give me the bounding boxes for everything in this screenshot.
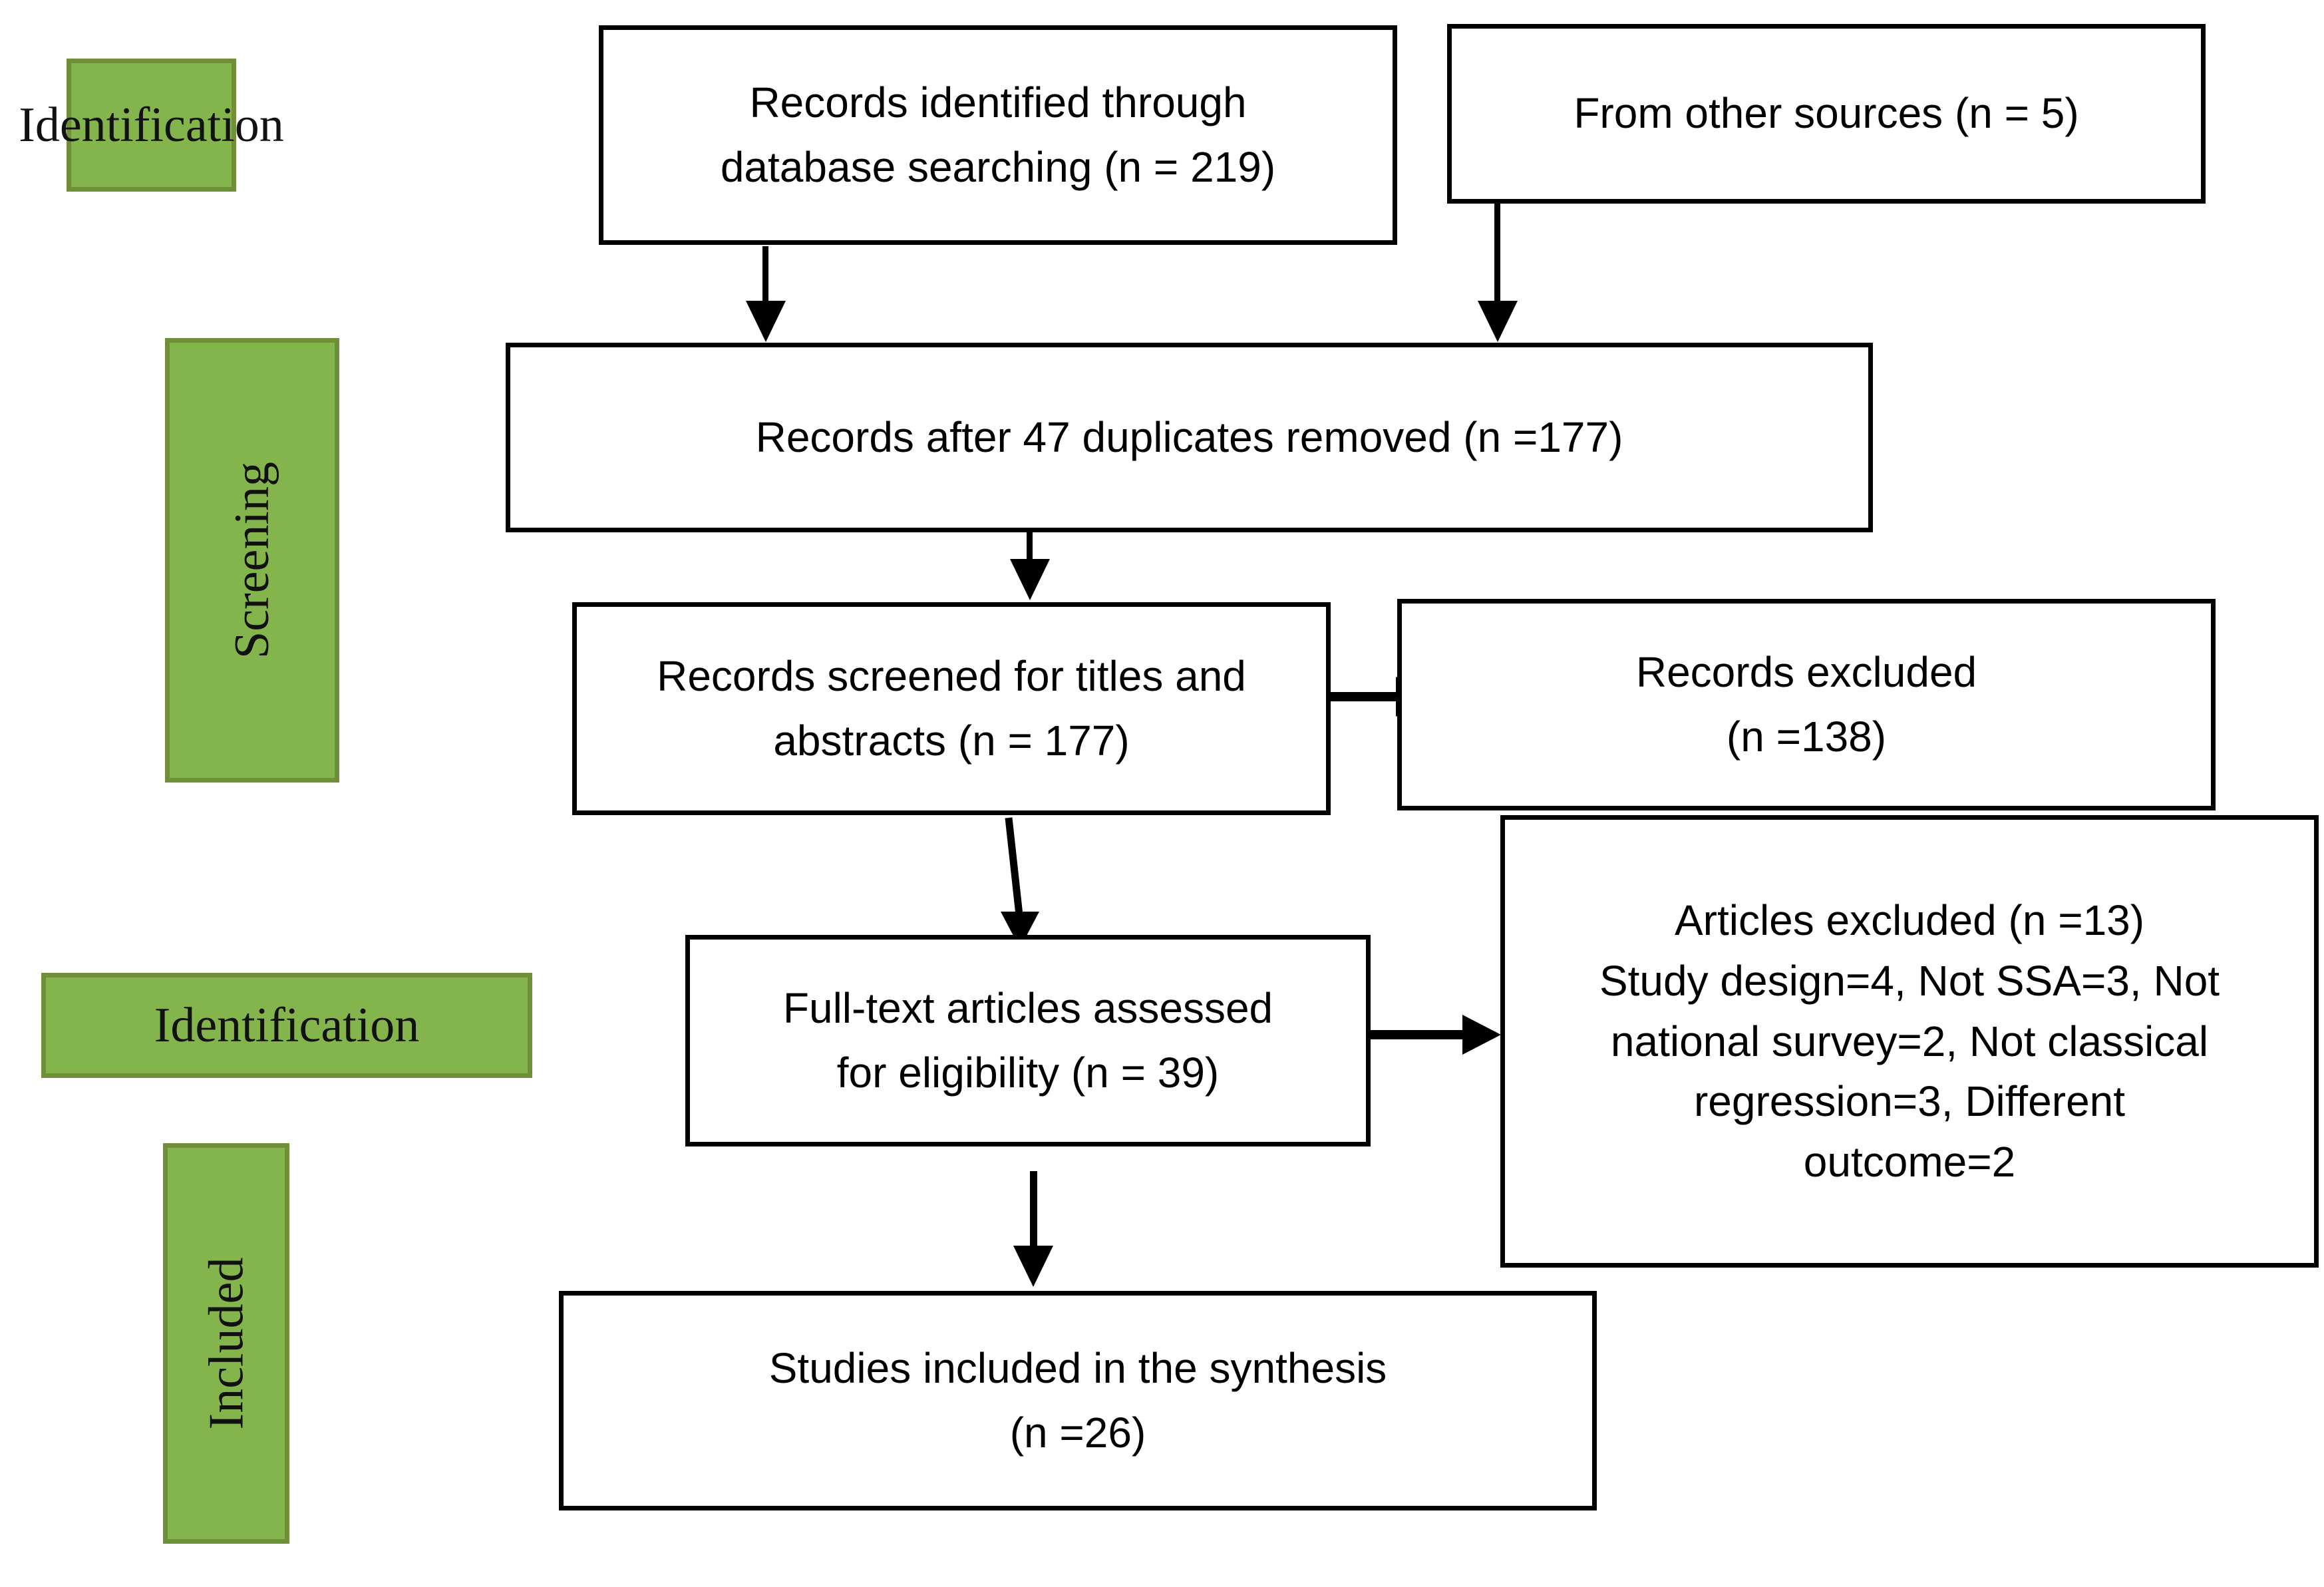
box-line-4: regression=3, Different [1693, 1077, 2126, 1126]
box-records-screened: Records screened for titles and abstracts… [572, 602, 1331, 815]
box-line-1: Articles excluded (n =13) [1674, 896, 2145, 944]
stage-label-included: Included [163, 1143, 289, 1544]
box-records-screened-text: Records screened for titles and abstracts… [591, 644, 1311, 774]
box-other-sources: From other sources (n = 5) [1447, 24, 2206, 204]
box-after-duplicates-removed-text: Records after 47 duplicates removed (n =… [755, 413, 1623, 461]
box-line-2: (n =26) [1009, 1409, 1146, 1457]
box-after-duplicates-removed: Records after 47 duplicates removed (n =… [506, 343, 1873, 532]
connector-fulltext-to-articles-excluded [1371, 1030, 1470, 1039]
box-studies-included: Studies included in the synthesis (n =26) [559, 1291, 1597, 1510]
box-line-5: outcome=2 [1803, 1138, 2016, 1186]
stage-label-identification-bottom-text: Identification [154, 998, 420, 1053]
box-line-2: abstracts (n = 177) [773, 717, 1130, 765]
box-line-2: for eligibility (n = 39) [836, 1049, 1220, 1097]
stage-label-included-text: Included [199, 1257, 253, 1430]
stage-label-screening-text: Screening [225, 462, 279, 659]
box-articles-excluded-text: Articles excluded (n =13) Study design=4,… [1520, 890, 2299, 1192]
stage-label-identification-top-text: Identification [19, 98, 284, 152]
connector-dedup-to-screened [1027, 532, 1033, 566]
box-line-1: Full-text articles assessed [782, 983, 1273, 1032]
box-line-1: Records screened for titles and [657, 651, 1246, 700]
connector-screened-to-excluded [1331, 692, 1404, 701]
box-full-text-assessed-text: Full-text articles assessed for eligibili… [705, 976, 1351, 1106]
box-line-1: Records identified through [749, 78, 1247, 126]
box-line-2: Study design=4, Not SSA=3, Not [1599, 956, 2220, 1005]
connector-fulltext-to-included [1030, 1171, 1037, 1251]
box-records-excluded: Records excluded (n =138) [1397, 599, 2216, 810]
box-line-2: database searching (n = 219) [720, 143, 1276, 191]
box-full-text-assessed: Full-text articles assessed for eligibili… [685, 935, 1371, 1146]
box-studies-included-text: Studies included in the synthesis (n =26) [578, 1336, 1577, 1466]
box-other-sources-text: From other sources (n = 5) [1574, 89, 2079, 138]
arrowhead-fulltext-to-included [1013, 1246, 1053, 1287]
connector-other-sources-to-dedup [1494, 204, 1500, 307]
stage-label-identification-bottom: Identification [41, 973, 532, 1078]
box-records-excluded-text: Records excluded (n =138) [1416, 640, 2196, 770]
arrowhead-dedup-to-screened [1010, 559, 1050, 600]
box-line-3: national survey=2, Not classical [1610, 1017, 2209, 1065]
arrowhead-other-sources-to-dedup [1478, 301, 1518, 342]
box-records-identified-database: Records identified through database searc… [599, 25, 1397, 245]
box-records-identified-database-text: Records identified through database searc… [618, 71, 1378, 200]
connector-screened-to-fulltext [1001, 817, 1039, 948]
arrowhead-database-to-dedup [746, 301, 786, 342]
box-line-2: (n =138) [1726, 713, 1887, 761]
stage-label-screening: Screening [165, 338, 339, 783]
box-line-1: Records excluded [1635, 647, 1977, 696]
connector-database-to-dedup [762, 246, 768, 307]
arrowhead-fulltext-to-articles-excluded [1462, 1015, 1501, 1055]
box-articles-excluded: Articles excluded (n =13) Study design=4,… [1500, 815, 2319, 1268]
stage-label-identification-top: Identification [19, 59, 284, 192]
box-line-1: Studies included in the synthesis [768, 1343, 1387, 1392]
